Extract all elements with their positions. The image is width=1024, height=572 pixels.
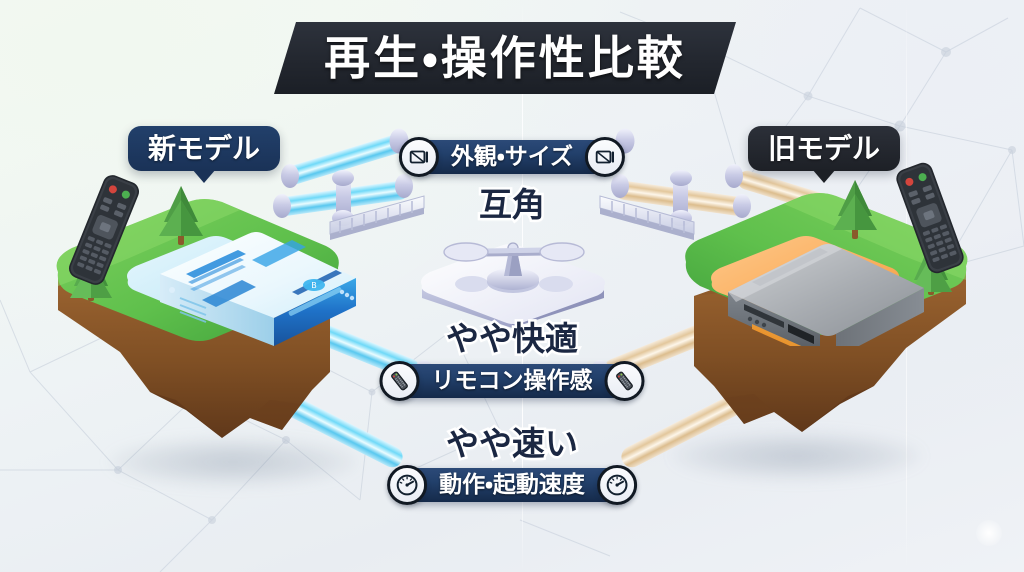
- svg-text:B: B: [311, 281, 317, 290]
- verdict-speed: やや速い: [444, 424, 581, 463]
- page-title: 再生・操作性比較: [324, 31, 686, 85]
- right-tree-back: [833, 180, 877, 239]
- page-title-banner: 再生・操作性比較: [274, 22, 736, 94]
- remote-control-icon-right: [604, 361, 645, 401]
- speedometer-icon: [387, 465, 428, 505]
- corner-glow-accent: [976, 520, 1002, 546]
- model-badge-new-label: 新モデル: [148, 131, 261, 165]
- monitor-size-icon: [398, 137, 439, 177]
- verdict-appearance: 互角: [477, 185, 548, 224]
- model-badge-new-tail: [192, 169, 216, 183]
- model-badge-new[interactable]: 新モデル: [128, 126, 281, 183]
- category-pill-remote-feel[interactable]: リモコン操作感: [379, 361, 645, 401]
- left-island-shadow: [108, 438, 358, 486]
- left-device-blu-ray-player: B: [160, 232, 356, 346]
- monitor-size-icon-right: [585, 137, 626, 177]
- category-pill-speed[interactable]: 動作・起動速度: [387, 465, 637, 505]
- category-pill-appearance[interactable]: 外観・サイズ: [398, 137, 626, 177]
- center-platform-balance-scale: [421, 242, 605, 328]
- remote-control-icon: [379, 361, 420, 401]
- left-tree-back: [159, 186, 203, 245]
- category-label-appearance: 外観・サイズ: [450, 143, 574, 170]
- speedometer-icon-right: [596, 465, 637, 505]
- right-device-vcr-player: [728, 244, 924, 346]
- model-badge-old-tail: [812, 169, 836, 183]
- right-remote-control: [896, 162, 964, 274]
- category-label-speed: 動作・起動速度: [439, 471, 585, 498]
- verdict-remote-feel: やや快適: [444, 319, 581, 358]
- right-ladder-bridge: [599, 195, 695, 240]
- left-ladder-bridge: [329, 195, 425, 240]
- right-island-shadow: [672, 432, 922, 480]
- category-label-remote-feel: リモコン操作感: [431, 367, 593, 394]
- model-badge-old[interactable]: 旧モデル: [748, 126, 901, 183]
- left-remote-control: [68, 175, 140, 285]
- model-badge-old-label: 旧モデル: [768, 131, 881, 165]
